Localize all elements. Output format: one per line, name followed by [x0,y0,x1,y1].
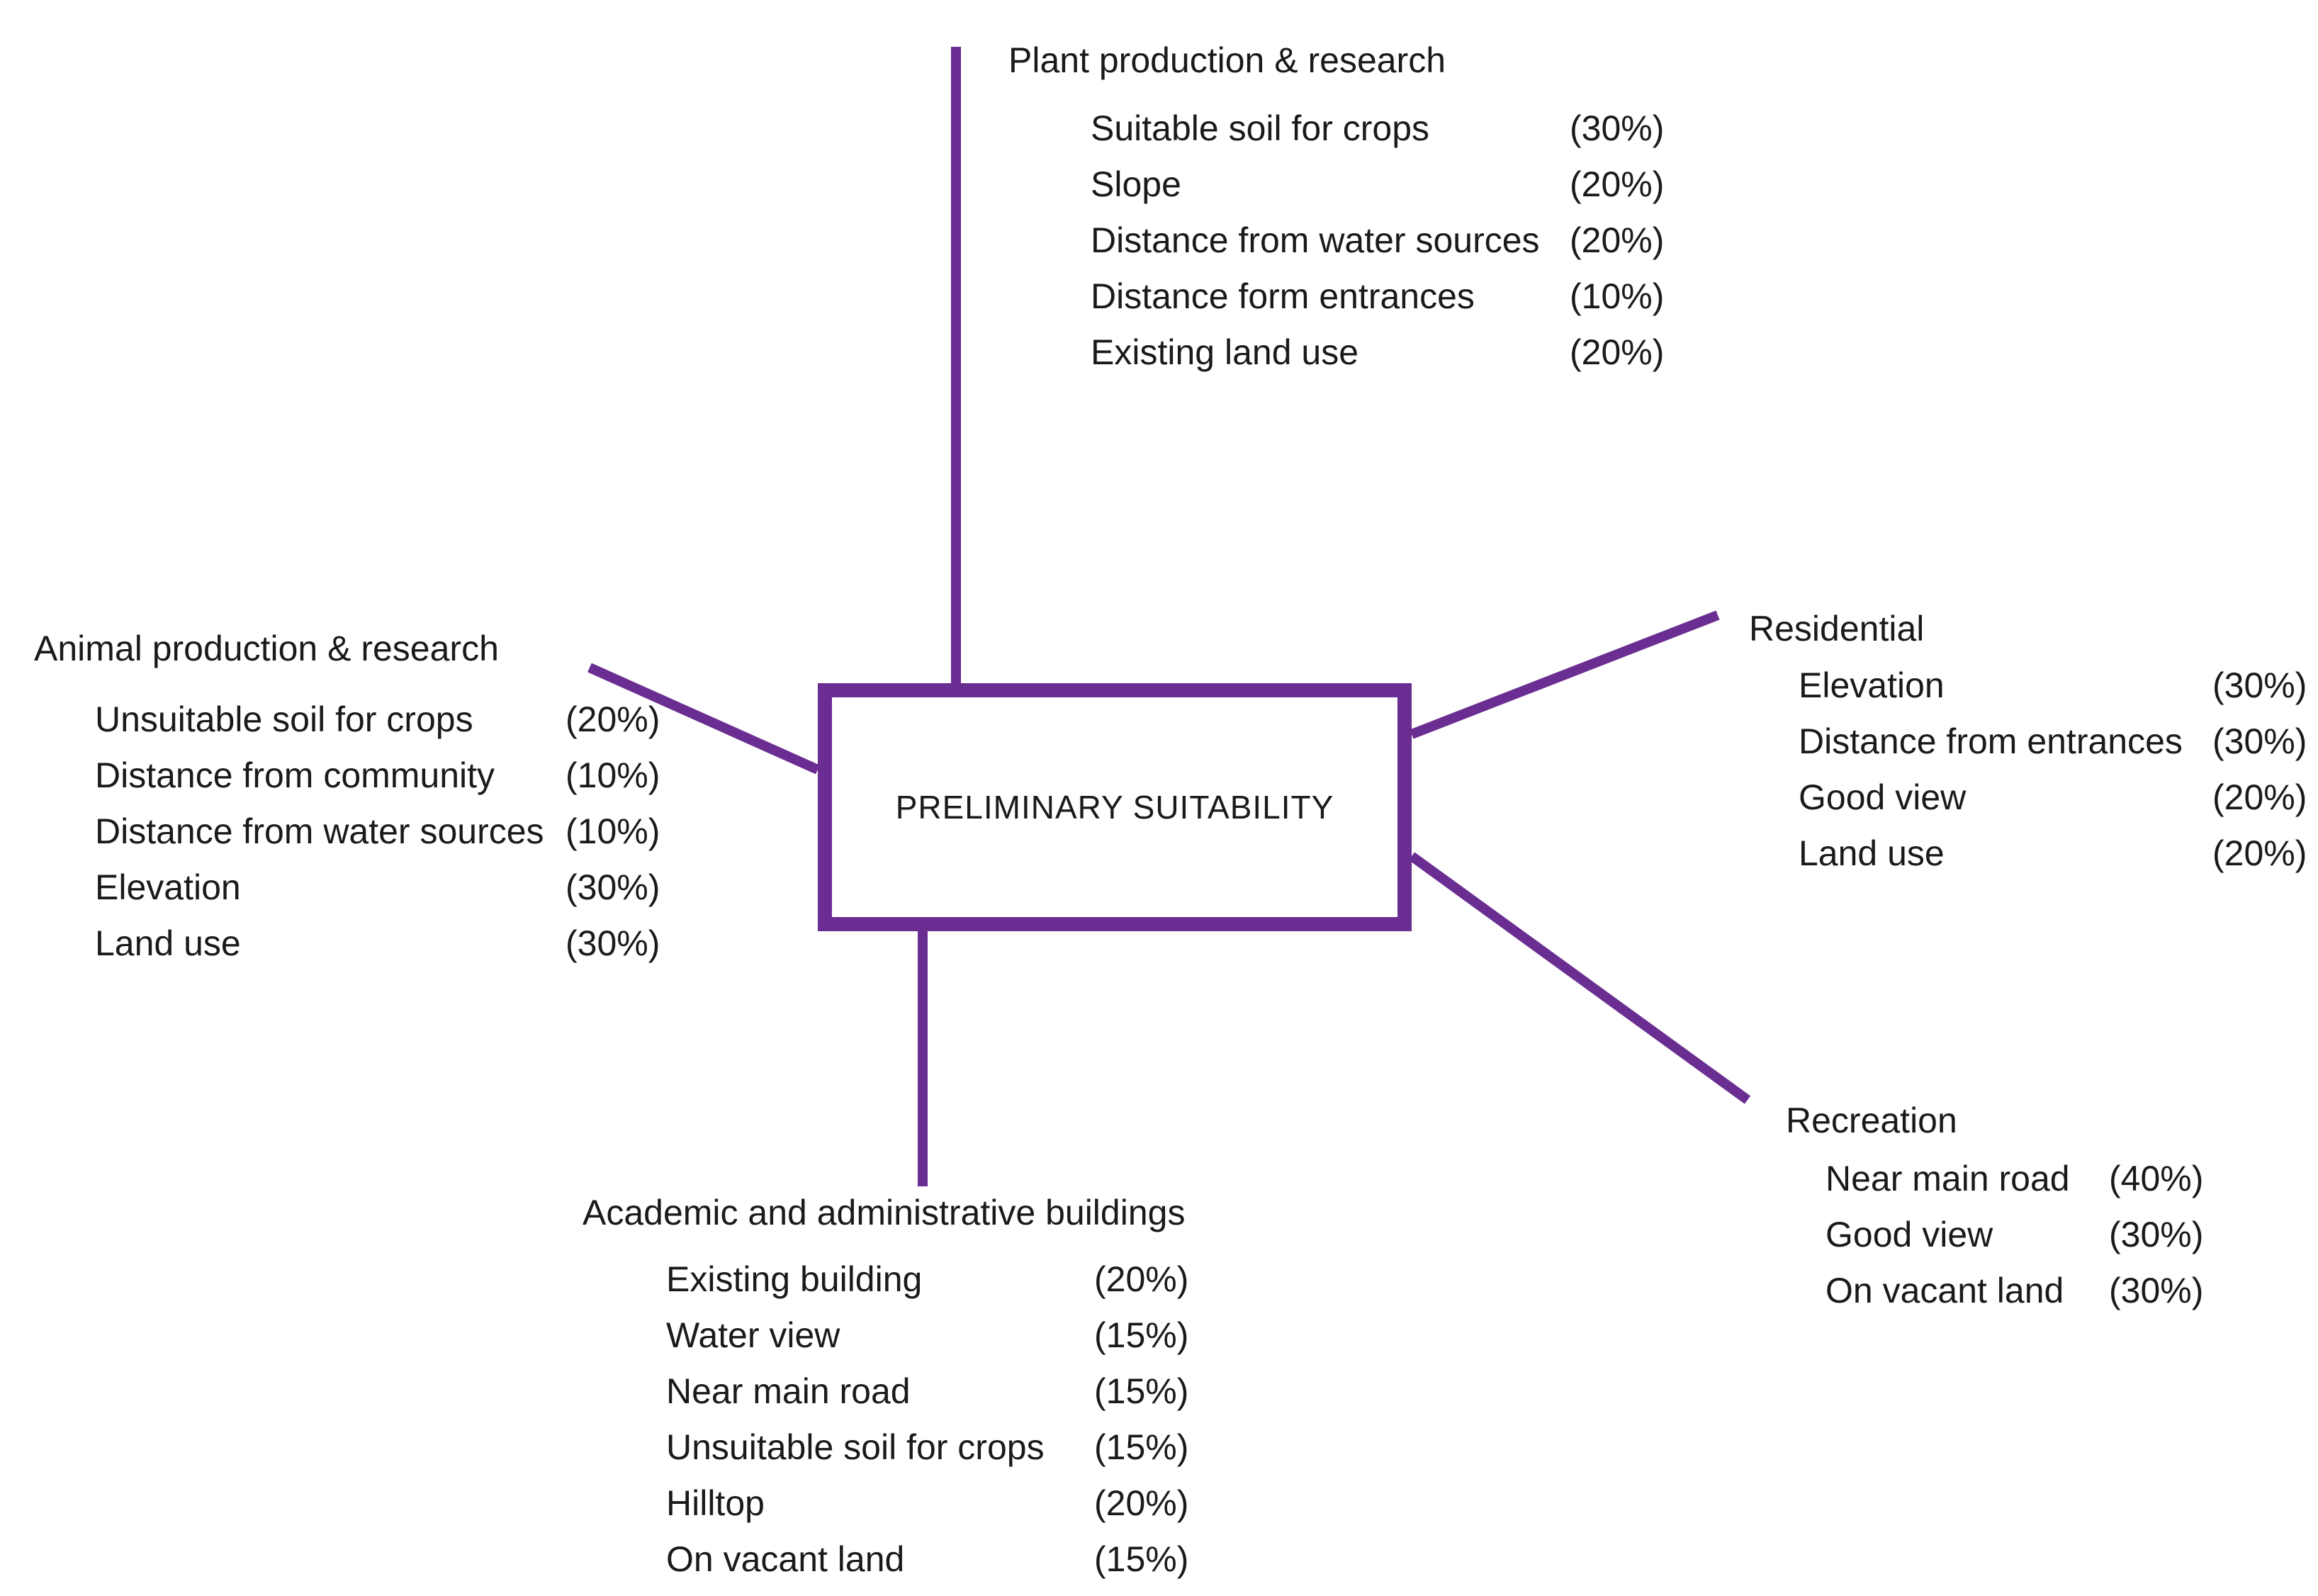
criterion-weight: (20%) [2212,777,2307,817]
center-label: PRELIMINARY SUITABILITY [895,789,1334,826]
criterion-weight: (15%) [1094,1427,1189,1467]
criterion-label: Hilltop [666,1483,765,1523]
criterion-label: Unsuitable soil for crops [666,1427,1045,1467]
criterion-label: Existing land use [1091,332,1359,372]
criterion-weight: (30%) [2109,1215,2204,1254]
group-title: Recreation [1786,1101,1957,1140]
criterion-weight: (30%) [566,867,660,907]
connector-animal [587,663,820,775]
criterion-weight: (10%) [1570,276,1665,316]
connector-residential [1410,610,1720,739]
criterion-label: Distance from community [95,755,495,795]
criterion-label: Near main road [1825,1159,2070,1198]
criterion-label: Distance from water sources [95,811,544,851]
criterion-weight: (20%) [1094,1259,1189,1299]
criterion-weight: (20%) [1570,220,1665,260]
criterion-weight: (30%) [2109,1271,2204,1310]
group-title: Animal production & research [34,629,499,668]
criterion-weight: (30%) [1570,108,1665,148]
criterion-label: Elevation [95,867,241,907]
criterion-weight: (30%) [566,923,660,963]
criterion-weight: (40%) [2109,1159,2204,1198]
criterion-label: Distance form entrances [1091,276,1475,316]
criterion-label: Distance from water sources [1091,220,1540,260]
criterion-weight: (20%) [1570,332,1665,372]
criterion-label: Existing building [666,1259,923,1299]
criterion-label: Good view [1825,1215,1993,1254]
criterion-label: Suitable soil for crops [1091,108,1430,148]
criterion-weight: (20%) [1094,1483,1189,1523]
group-title: Residential [1749,609,1925,648]
group-title: Academic and administrative buildings [583,1193,1186,1232]
center-node: PRELIMINARY SUITABILITY [818,683,1412,931]
criterion-label: Elevation [1799,665,1945,705]
group-title: Plant production & research [1008,40,1446,80]
criterion-label: On vacant land [666,1539,905,1579]
criterion-weight: (20%) [2212,833,2307,873]
criterion-label: Good view [1799,777,1967,817]
criterion-label: Water view [666,1315,840,1355]
criterion-label: On vacant land [1825,1271,2064,1310]
criterion-label: Distance from entrances [1799,721,2183,761]
criterion-weight: (10%) [566,811,660,851]
criterion-label: Land use [95,923,241,963]
criterion-weight: (30%) [2212,665,2307,705]
criterion-label: Near main road [666,1371,911,1411]
criterion-weight: (15%) [1094,1539,1189,1579]
criterion-weight: (10%) [566,755,660,795]
criterion-weight: (30%) [2212,721,2307,761]
criterion-weight: (15%) [1094,1315,1189,1355]
criterion-label: Slope [1091,164,1181,204]
criterion-label: Land use [1799,833,1945,873]
criterion-label: Unsuitable soil for crops [95,699,473,739]
criterion-weight: (20%) [1570,164,1665,204]
criterion-weight: (20%) [566,699,660,739]
connector-recreation [1408,852,1751,1104]
criterion-weight: (15%) [1094,1371,1189,1411]
